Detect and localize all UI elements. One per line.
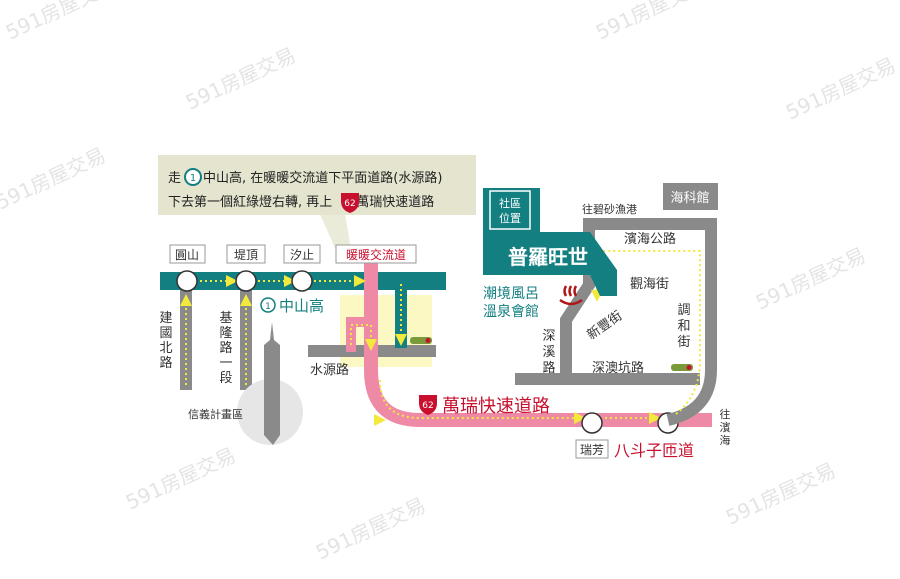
svg-text:潮境風呂: 潮境風呂 xyxy=(483,286,539,302)
svg-text:深澳坑路: 深澳坑路 xyxy=(592,360,644,376)
svg-text:觀海街: 觀海街 xyxy=(630,277,669,292)
svg-text:新豐街: 新豐街 xyxy=(584,308,625,343)
station-ruifang-marker xyxy=(581,412,603,434)
svg-text:社區: 社區 xyxy=(499,196,521,210)
community-location-tag: 社區 位置 普羅旺世 xyxy=(483,188,617,296)
svg-text:深: 深 xyxy=(542,329,555,344)
svg-text:調: 調 xyxy=(677,303,690,318)
svg-text:北: 北 xyxy=(159,341,172,356)
taipei-101-icon xyxy=(237,322,303,445)
label-yuanshan: 圓山 xyxy=(175,248,199,262)
station-yuanshan-marker xyxy=(176,270,198,292)
traffic-light-icon xyxy=(410,337,432,344)
svg-text:62: 62 xyxy=(422,401,433,411)
label-badouzi: 八斗子匝道 xyxy=(614,441,694,460)
label-ruifang: 瑞芳 xyxy=(580,443,604,457)
label-xizhi: 汐止 xyxy=(290,247,314,262)
svg-text:路: 路 xyxy=(542,360,555,376)
svg-text:國: 國 xyxy=(159,326,172,341)
svg-text:591房屋交易: 591房屋交易 xyxy=(752,243,869,315)
svg-text:往: 往 xyxy=(720,407,731,421)
directions-callout: 走中山高, 在暖暖交流道下平面道路(水源路) 1 下去第一個紅綠燈右轉, 再上萬… xyxy=(158,155,476,255)
svg-text:591房屋交易: 591房屋交易 xyxy=(722,458,839,530)
svg-text:信義計畫區: 信義計畫區 xyxy=(188,407,243,421)
wanrui-label: 62 萬瑞快速道路 xyxy=(419,395,550,417)
svg-text:位置: 位置 xyxy=(499,211,521,225)
label-dingti: 堤頂 xyxy=(234,248,258,262)
station-dingti-marker xyxy=(235,270,257,292)
svg-text:段: 段 xyxy=(219,371,232,386)
zhongshan-label: 1 中山高 xyxy=(260,297,324,315)
svg-text:街: 街 xyxy=(677,335,690,350)
svg-text:和: 和 xyxy=(677,319,690,334)
svg-text:濱: 濱 xyxy=(720,420,731,434)
station-xizhi-marker xyxy=(291,270,313,292)
svg-text:591房屋交易: 591房屋交易 xyxy=(592,0,709,45)
svg-text:591房屋交易: 591房屋交易 xyxy=(2,0,119,45)
svg-text:路: 路 xyxy=(219,340,232,356)
hot-spring-icon xyxy=(559,285,583,306)
project-name: 普羅旺世 xyxy=(508,245,588,269)
watermarks: 591房屋交易 591房屋交易 591房屋交易 591房屋交易 591房屋交易 … xyxy=(0,0,899,565)
museum-label: 海科館 xyxy=(670,191,709,206)
svg-text:隆: 隆 xyxy=(219,326,232,341)
svg-text:591房屋交易: 591房屋交易 xyxy=(182,43,299,115)
svg-text:1: 1 xyxy=(190,173,196,184)
svg-text:62: 62 xyxy=(344,199,355,209)
traffic-light-icon xyxy=(671,364,693,371)
svg-text:往碧砂漁港: 往碧砂漁港 xyxy=(582,202,637,216)
svg-text:水源路: 水源路 xyxy=(310,362,349,378)
svg-text:濱海公路: 濱海公路 xyxy=(624,231,676,247)
svg-text:建: 建 xyxy=(159,311,172,326)
svg-text:路: 路 xyxy=(159,355,172,371)
svg-text:591房屋交易: 591房屋交易 xyxy=(312,493,429,565)
svg-text:1: 1 xyxy=(265,302,271,312)
svg-text:溫泉會館: 溫泉會館 xyxy=(483,303,539,320)
svg-text:溪: 溪 xyxy=(542,345,555,360)
label-nuannuan: 暖暖交流道 xyxy=(346,247,406,262)
svg-text:591房屋交易: 591房屋交易 xyxy=(122,443,239,515)
wanrui-shield-icon: 62 xyxy=(341,193,359,213)
zhongshan-shield-icon: 1 xyxy=(184,168,202,186)
svg-text:基: 基 xyxy=(219,311,232,326)
svg-text:中山高: 中山高 xyxy=(279,297,324,315)
svg-text:萬瑞快速道路: 萬瑞快速道路 xyxy=(442,396,550,417)
svg-text:一: 一 xyxy=(219,356,232,371)
svg-text:591房屋交易: 591房屋交易 xyxy=(0,143,109,215)
svg-text:591房屋交易: 591房屋交易 xyxy=(782,53,899,125)
svg-text:海: 海 xyxy=(720,433,731,447)
road-wanrui xyxy=(364,245,712,427)
